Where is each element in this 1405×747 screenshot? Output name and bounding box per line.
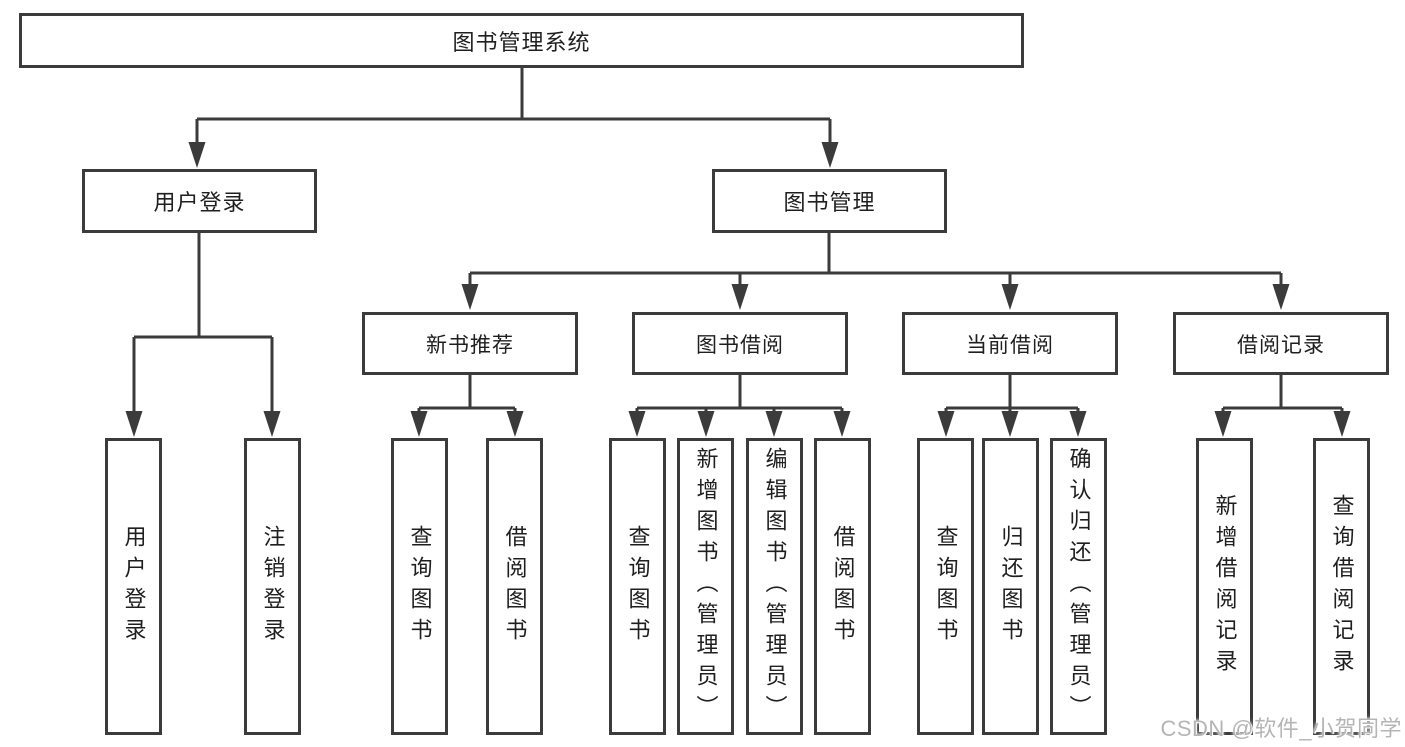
leaf-label: 新增图书（管理员） <box>693 447 719 726</box>
leaf-label: 查询图书 <box>407 524 433 649</box>
leaf-borrow-books-recommend: 借阅图书 <box>486 438 543 735</box>
leaf-confirm-return-admin: 确认归还（管理员） <box>1050 438 1107 735</box>
node-book-borrow: 图书借阅 <box>632 312 848 375</box>
leaf-query-books-borrow: 查询图书 <box>609 438 666 735</box>
leaf-label: 确认归还（管理员） <box>1066 447 1092 726</box>
node-book-management: 图书管理 <box>712 169 947 233</box>
leaf-user-login: 用户登录 <box>105 438 162 735</box>
leaf-return-book: 归还图书 <box>982 438 1039 735</box>
leaf-query-books-recommend: 查询图书 <box>391 438 448 735</box>
leaf-query-books-current: 查询图书 <box>917 438 974 735</box>
leaf-add-borrow-record: 新增借阅记录 <box>1196 438 1253 735</box>
leaf-label: 查询图书 <box>625 524 651 649</box>
leaf-query-borrow-record: 查询借阅记录 <box>1313 438 1370 735</box>
leaf-add-book-admin: 新增图书（管理员） <box>677 438 734 735</box>
leaf-label: 查询借阅记录 <box>1329 493 1355 680</box>
leaf-borrow-books: 借阅图书 <box>814 438 871 735</box>
leaf-edit-book-admin: 编辑图书（管理员） <box>746 438 803 735</box>
node-current-borrow: 当前借阅 <box>902 312 1118 375</box>
leaf-logout-label: 注销登录 <box>260 524 286 649</box>
node-new-book-recommend: 新书推荐 <box>362 312 578 375</box>
leaf-label: 借阅图书 <box>830 524 856 649</box>
node-root-system: 图书管理系统 <box>19 13 1024 68</box>
leaf-logout: 注销登录 <box>244 438 301 735</box>
leaf-label: 查询图书 <box>933 524 959 649</box>
leaf-label: 新增借阅记录 <box>1212 493 1238 680</box>
leaf-user-login-label: 用户登录 <box>121 524 147 649</box>
node-borrow-records: 借阅记录 <box>1173 312 1389 375</box>
node-user-login: 用户登录 <box>82 169 317 233</box>
leaf-label: 编辑图书（管理员） <box>762 447 788 726</box>
csdn-watermark: CSDN @软件_小贺同学 <box>1160 716 1402 741</box>
leaf-label: 借阅图书 <box>502 524 528 649</box>
leaf-label: 归还图书 <box>998 524 1024 649</box>
